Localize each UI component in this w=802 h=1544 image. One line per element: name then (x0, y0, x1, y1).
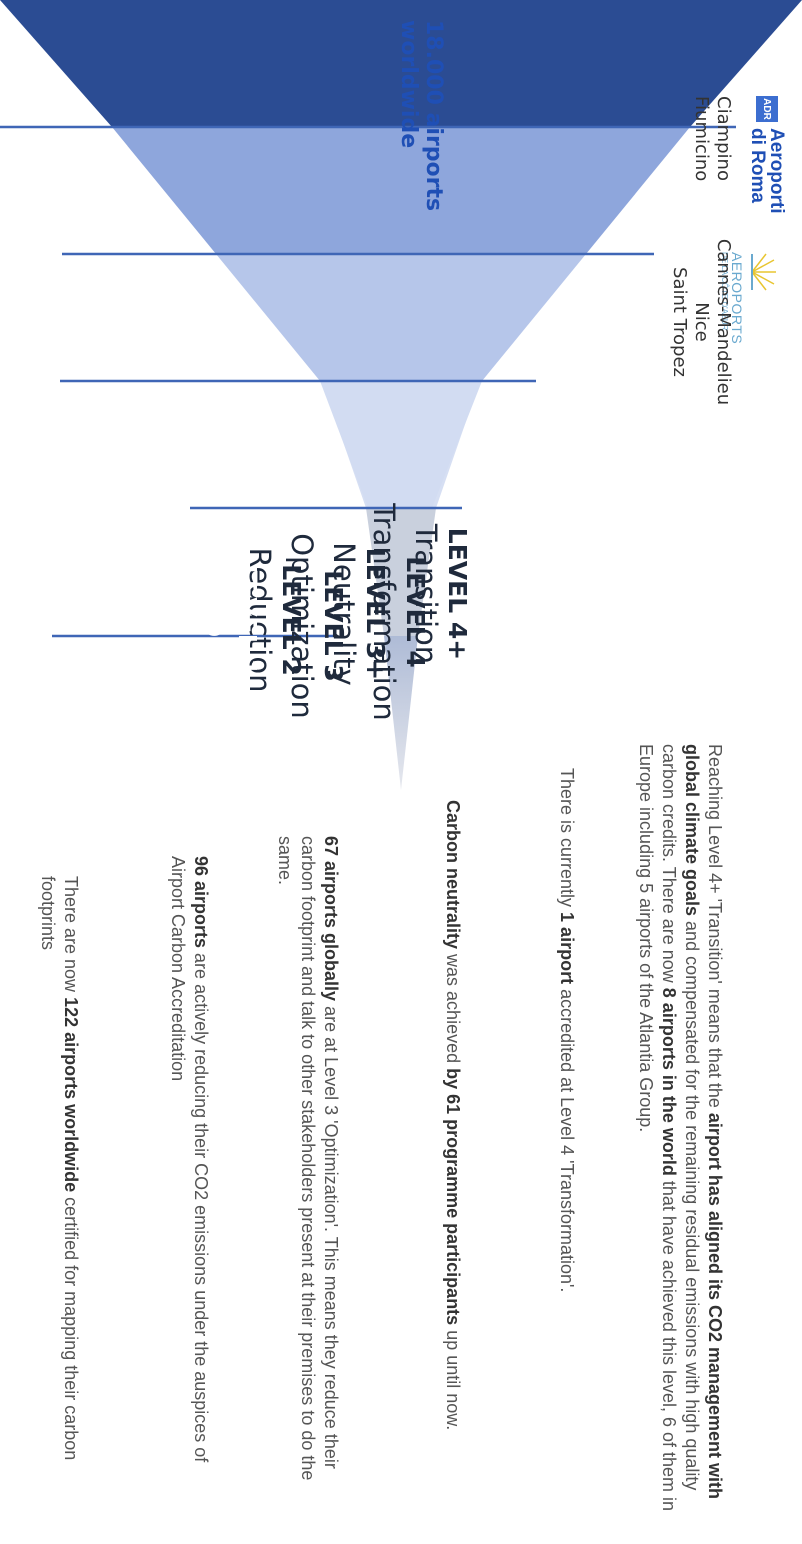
level-4plus-area (384, 636, 418, 790)
adr-name-line1: Aeroporti (766, 128, 787, 214)
level-3plus-area (322, 381, 480, 508)
l4-text-2: accredited at Level 4 'Transformation'. (557, 984, 577, 1293)
aca-cities: Cannes-Mandelieu Nice Saint Tropez (668, 232, 734, 412)
adr-name-line2: di Roma (747, 128, 768, 203)
l4-text-1: There is currently (557, 768, 577, 913)
level-2-description: 96 airports are actively reducing their … (166, 856, 212, 1496)
level-4-description: There is currently 1 airport accredited … (555, 768, 578, 1528)
l4-bold-1: 1 airport (557, 912, 577, 985)
l3plus-bold-2: by 61 programme participants (443, 1068, 463, 1326)
level-1-band (0, 0, 802, 127)
adr-cities: Ciampino Fiumicino (690, 96, 734, 181)
level-3-number: LEVEL 3 (319, 570, 348, 682)
l3plus-bold-1: Carbon neutrality (443, 800, 463, 950)
level-3plus-description: Carbon neutrality was achieved by 61 pro… (441, 800, 464, 1500)
city-cannes: Cannes-Mandelieu (713, 238, 734, 406)
sun-icon (751, 253, 776, 291)
l2-bold-1: 96 airports (191, 856, 211, 949)
adr-wordmark: Aeroporti di Roma (747, 128, 787, 214)
level-2-number: LEVEL 2 (277, 564, 306, 676)
l1-text-1: There are now (61, 876, 81, 998)
level-1-number: LEVEL 1 (233, 564, 262, 676)
adr-logo: ADR Aeroporti di Roma (747, 96, 787, 214)
level-3-description: 67 airports globally are at Level 3 'Opt… (273, 836, 342, 1496)
level-1-description: There are now 122 airports worldwide cer… (36, 876, 82, 1496)
level-3-band (216, 254, 586, 381)
worldwide-count: 18.000 airports worldwide (396, 20, 446, 211)
l3-bold-1: 67 airports globally (321, 836, 341, 1002)
level-1-name: Mapping (199, 557, 233, 683)
worldwide-line2: worldwide (396, 20, 421, 149)
aca-logo: AEROPORTS DE LA CÔTE D'AZUR (720, 252, 780, 344)
l4plus-bold-2: 8 airports in the world (659, 987, 679, 1176)
l3plus-text-1: was achieved (443, 949, 463, 1069)
city-saint-tropez: Saint Tropez (669, 267, 690, 377)
level-4-number: LEVEL 4 (401, 556, 430, 668)
adr-badge-icon: ADR (756, 96, 778, 122)
level-4plus-number: LEVEL 4+ (443, 527, 472, 661)
l4plus-text-1: Reaching Level 4+ 'Transition' means tha… (705, 744, 725, 1113)
l1-bold-1: 122 airports worldwide (61, 997, 81, 1193)
level-4plus-description: Reaching Level 4+ 'Transition' means tha… (634, 744, 726, 1544)
level-3plus-number: LEVEL 3+ (361, 547, 390, 681)
level-4-area (366, 508, 436, 636)
city-fiumicino: Fiumicino (691, 96, 712, 182)
l3plus-text-2: up until now. (443, 1325, 463, 1431)
level-2-band (112, 127, 690, 254)
level-1-label: LEVEL 1 Mapping (198, 490, 262, 750)
worldwide-line1: 18.000 airports (421, 20, 446, 212)
city-ciampino: Ciampino (713, 96, 734, 181)
city-nice: Nice (691, 302, 712, 342)
